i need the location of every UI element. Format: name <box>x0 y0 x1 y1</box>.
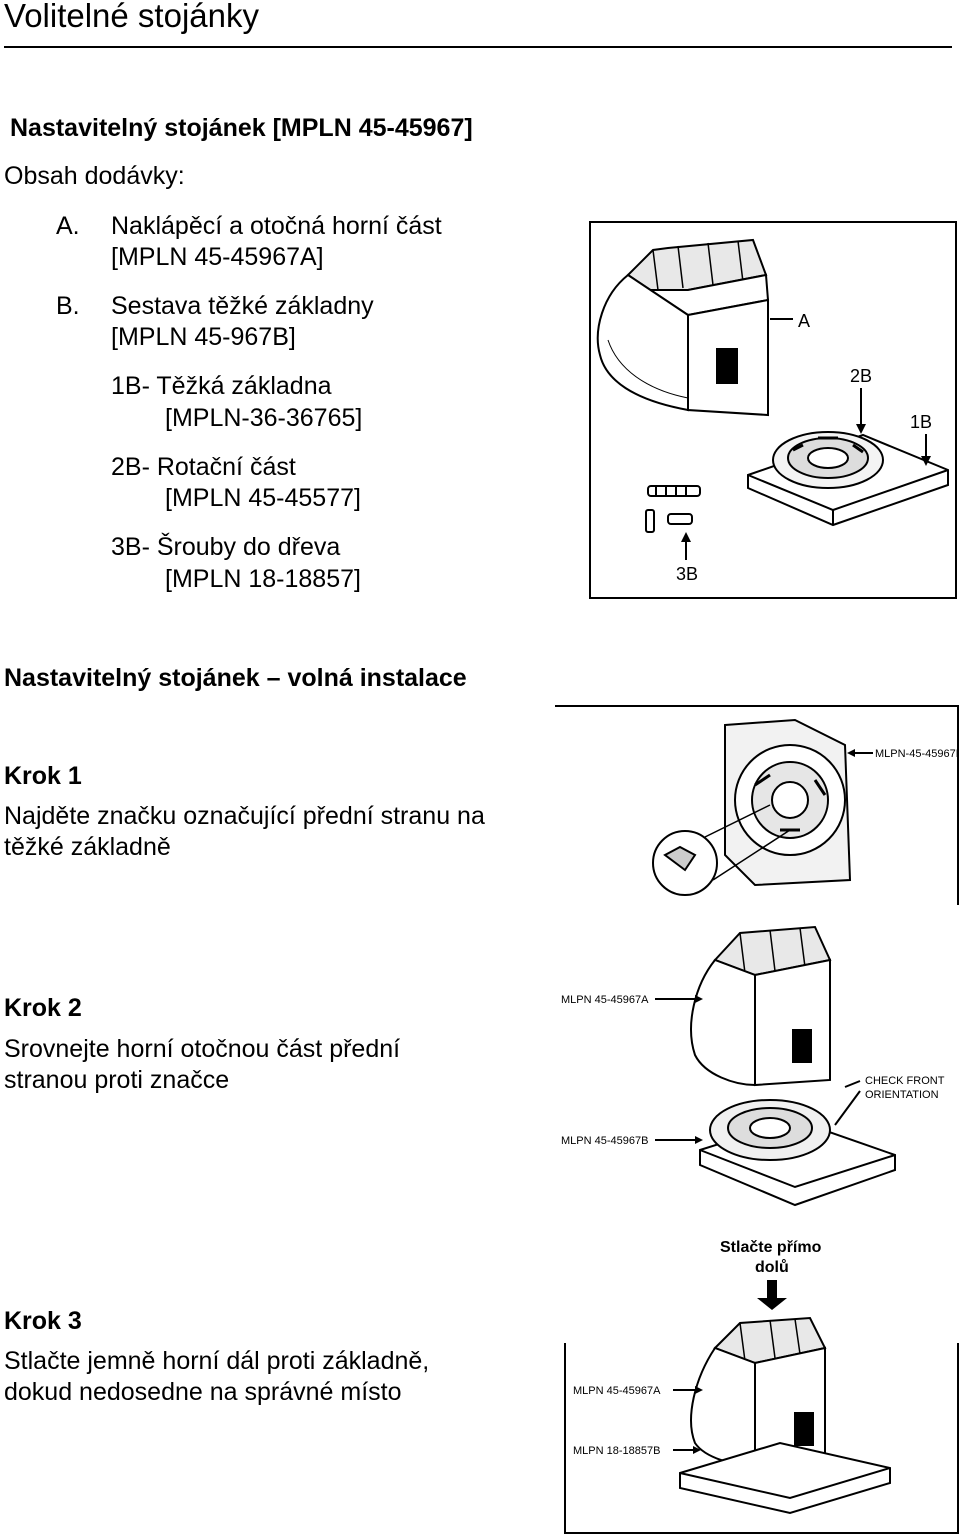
step3-text-line2: dokud nedosedne na správné místo <box>4 1378 402 1406</box>
item-b-name: Sestava těžké základny <box>111 292 374 320</box>
step3-figure: Stlačte přímo dolů MLPN 45-45967A MLPN 1… <box>555 1228 959 1536</box>
page-title: Volitelné stojánky <box>4 0 259 34</box>
label-1b: 1B <box>910 412 932 432</box>
subitem-1b-part-number: [MPLN-36-36765] <box>165 404 363 432</box>
subitem-3b-part-number: [MPLN 18-18857] <box>165 565 361 593</box>
step1-figure: MLPN-45-45967B <box>555 705 959 905</box>
step2-check-label-line1: CHECK FRONT <box>865 1075 945 1087</box>
subitem-1b-name: 1B- Těžká základna <box>111 372 332 400</box>
item-a-name: Naklápěcí a otočná horní část <box>111 212 442 240</box>
subitem-2b-name: 2B- Rotační část <box>111 453 296 481</box>
item-a-marker: A. <box>56 212 80 240</box>
step1-callout-label: MLPN-45-45967B <box>875 748 959 760</box>
section1-heading: Nastavitelný stojánek [MPLN 45-45967] <box>10 114 473 142</box>
step3-top-label: MLPN 45-45967A <box>573 1385 661 1397</box>
step2-text-line1: Srovnejte horní otočnou část přední <box>4 1035 401 1063</box>
step3-press-label-line1: Stlačte přímo <box>720 1239 822 1256</box>
step1-text-line2: těžké základně <box>4 833 171 861</box>
step3-text-line1: Stlačte jemně horní dál proti základně, <box>4 1347 430 1375</box>
item-b-part-number: [MPLN 45-967B] <box>111 323 296 351</box>
label-a: A <box>798 311 810 331</box>
section2-heading: Nastavitelný stojánek – volná instalace <box>4 664 467 692</box>
step2-title: Krok 2 <box>4 994 82 1022</box>
step2-check-label-line2: ORIENTATION <box>865 1089 939 1101</box>
stand-parts-figure: A 2B 1B 3B <box>588 220 958 600</box>
step2-bottom-label: MLPN 45-45967B <box>561 1135 648 1147</box>
step1-text-line1: Najděte značku označující přední stranu … <box>4 802 485 830</box>
contents-label: Obsah dodávky: <box>4 162 185 190</box>
step1-title: Krok 1 <box>4 762 82 790</box>
label-3b: 3B <box>676 564 698 584</box>
title-divider <box>4 46 952 48</box>
subitem-2b-part-number: [MPLN 45-45577] <box>165 484 361 512</box>
label-2b: 2B <box>850 366 872 386</box>
step3-title: Krok 3 <box>4 1307 82 1335</box>
step3-press-label-line2: dolů <box>755 1259 789 1276</box>
step2-top-label: MLPN 45-45967A <box>561 994 649 1006</box>
item-a-part-number: [MPLN 45-45967A] <box>111 243 324 271</box>
step2-text-line2: stranou proti značce <box>4 1066 230 1094</box>
subitem-3b-name: 3B- Šrouby do dřeva <box>111 533 341 561</box>
item-b-marker: B. <box>56 292 80 320</box>
step3-bottom-label: MLPN 18-18857B <box>573 1445 660 1457</box>
step2-figure: MLPN 45-45967A CHECK FRONT ORIENTATION M… <box>555 915 959 1220</box>
